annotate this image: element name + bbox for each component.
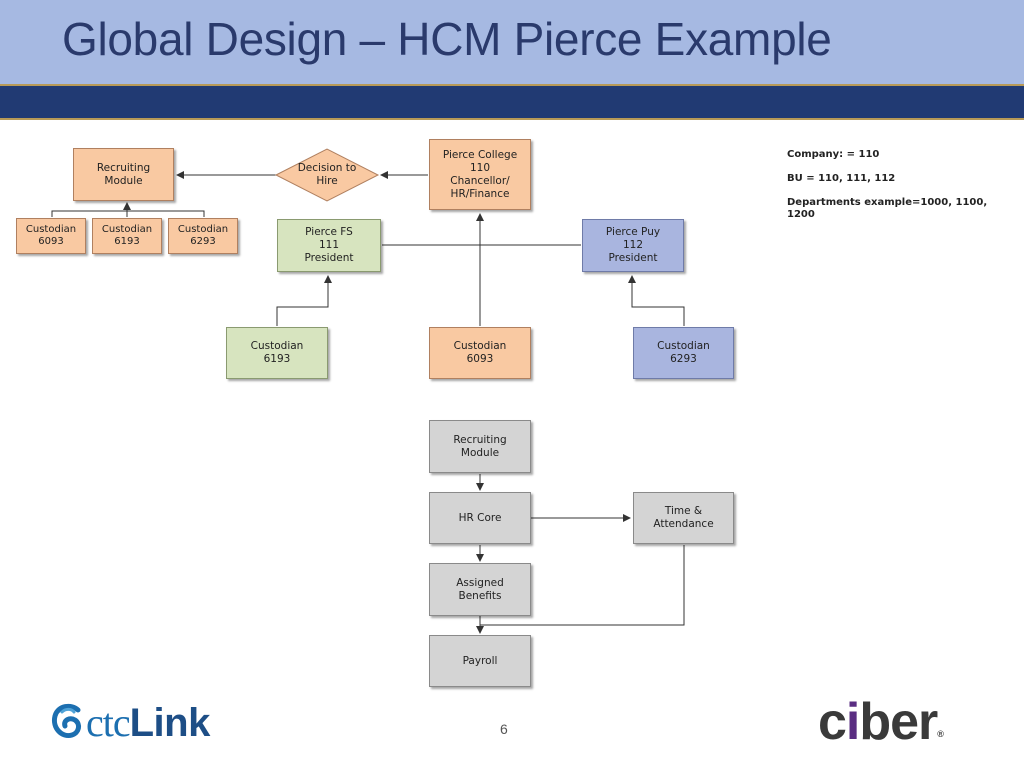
box-label: Pierce College (442, 148, 518, 161)
title-band: Global Design – HCM Pierce Example (0, 0, 1024, 86)
box-label: Assigned (456, 576, 504, 589)
box-label: Recruiting (453, 433, 507, 446)
box-label: 6193 (114, 236, 140, 247)
custodian-6193-top: Custodian 6193 (92, 218, 162, 254)
time-to-payroll-connector (480, 545, 685, 626)
pierce-fs-box: Pierce FS 111 President (277, 219, 381, 272)
box-label: President (304, 252, 354, 264)
ctclink-prefix: ctc (86, 699, 131, 745)
box-label: 111 (318, 239, 340, 251)
box-label: Module (104, 174, 143, 187)
box-label: President (608, 252, 658, 264)
box-label: Time & (664, 505, 703, 517)
decision-to-hire-label: Decision to Hire (288, 158, 366, 192)
ctclink-swirl-icon (51, 703, 82, 739)
box-label: Decision to (297, 162, 357, 174)
header-accent-band (0, 86, 1024, 120)
hr-core-box: HR Core (429, 492, 531, 544)
box-label: Pierce Puy (605, 226, 661, 238)
box-label: Payroll (462, 654, 498, 667)
box-label: Hire (316, 175, 338, 187)
departments-note: Departments example=1000, 1100, 1200 (787, 197, 988, 220)
arrow-custodian-to-fs (276, 275, 332, 326)
box-label: HR Core (458, 511, 502, 524)
slide-title: Global Design – HCM Pierce Example (62, 13, 832, 65)
box-label: Custodian (101, 224, 153, 235)
box-label: Custodian (177, 224, 229, 235)
ciber-c: c (818, 693, 847, 751)
ciber-i: i (845, 693, 860, 751)
ciber-rest: ber (859, 693, 938, 751)
box-label: Custodian (25, 224, 77, 235)
assigned-benefits-box: Assigned Benefits (429, 563, 531, 616)
payroll-box: Payroll (429, 635, 531, 687)
decision-diamond (274, 148, 380, 202)
company-note: Company: = 110 (787, 149, 880, 160)
box-label: 110 (469, 161, 491, 174)
arrow-custodian-to-puy (628, 275, 685, 326)
box-label: Custodian (657, 340, 710, 352)
pierce-college-box: Pierce College 110 Chancellor/ HR/Financ… (429, 139, 531, 210)
bu-note: BU = 110, 111, 112 (787, 173, 896, 184)
box-label: Benefits (458, 589, 502, 602)
ctclink-wordmark: ctcLink (86, 699, 210, 746)
custodian-6193-bottom: Custodian 6193 (226, 327, 328, 379)
registered-mark: ® (937, 729, 944, 739)
box-label: Custodian (453, 340, 507, 352)
box-label: 6293 (190, 236, 216, 247)
box-label: HR/Finance (450, 187, 510, 200)
box-label: Pierce FS (305, 226, 353, 238)
notes-panel: Company: = 110 BU = 110, 111, 112 Depart… (787, 149, 997, 233)
box-label: Module (460, 446, 500, 459)
box-label: 6093 (466, 353, 494, 365)
box-label: Attendance (653, 518, 714, 530)
custodian-6293-top: Custodian 6293 (168, 218, 238, 254)
ctclink-logo: ctcLink (50, 696, 210, 748)
process-recruiting-module-box: Recruiting Module (429, 420, 531, 473)
box-label: Chancellor/ (450, 174, 510, 187)
box-label: 112 (622, 239, 644, 251)
ctclink-suffix: Link (129, 700, 211, 745)
custodian-6093-bottom: Custodian 6093 (429, 327, 531, 379)
top-custodian-bracket (51, 210, 205, 217)
custodian-6093-top: Custodian 6093 (16, 218, 86, 254)
box-label: 6093 (38, 236, 64, 247)
box-label: 6193 (263, 353, 291, 365)
custodian-6293-bottom: Custodian 6293 (633, 327, 734, 379)
time-attendance-box: Time & Attendance (633, 492, 734, 544)
box-label: Custodian (250, 340, 304, 352)
box-label: Recruiting (96, 161, 151, 174)
ciber-logo: ciber® (818, 692, 944, 752)
pierce-puy-box: Pierce Puy 112 President (582, 219, 684, 272)
recruiting-module-box: Recruiting Module (73, 148, 174, 201)
box-label: 6293 (670, 353, 697, 365)
page-number: 6 (500, 721, 508, 737)
